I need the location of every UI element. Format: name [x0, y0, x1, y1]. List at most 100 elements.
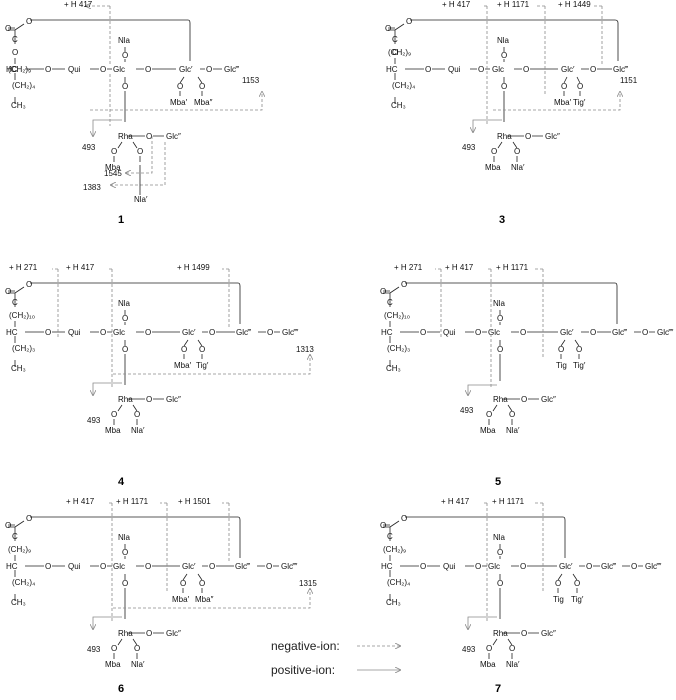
- sugar-label: Qui: [68, 328, 81, 337]
- atom-label: O: [134, 644, 140, 653]
- atom-label: O: [525, 132, 531, 141]
- sugar-label: Glc′: [179, 65, 193, 74]
- acyl-label: Nla′: [131, 660, 145, 669]
- atom-label: O: [146, 395, 152, 404]
- negative-ion-cleavage: [90, 92, 262, 111]
- atom-label: O: [380, 287, 386, 296]
- acyl-label: Tig′: [196, 361, 209, 370]
- structure-7: O O C HC O Qui O Glc O Glc′ O Glc‴ O Glc…: [380, 497, 662, 695]
- acyl-label: Mba: [485, 163, 501, 172]
- acyl-label: Nla: [497, 36, 510, 45]
- atom-label: O: [209, 562, 215, 571]
- atom-label: O: [401, 280, 407, 289]
- atom-label: O: [497, 548, 503, 557]
- negative-ion-cleavage: [113, 355, 310, 375]
- atom-label: O: [523, 65, 529, 74]
- compound-number: 7: [495, 683, 501, 695]
- fragment-label: + H 1171: [497, 0, 530, 9]
- negative-ion-cleavage: [483, 502, 488, 623]
- atom-label: O: [475, 562, 481, 571]
- structure-4: O O C HC O Qui O Glc O Glc′ O Glc‴ O Glc…: [5, 263, 314, 488]
- compound-number: 3: [499, 214, 505, 226]
- atom-label: C: [387, 532, 393, 541]
- atom-label: C: [12, 298, 18, 307]
- acyl-label: Nla: [493, 299, 506, 308]
- compound-number: 6: [118, 683, 124, 695]
- atom-label: O: [555, 579, 561, 588]
- atom-label: O: [491, 147, 497, 156]
- atom-label: O: [145, 328, 151, 337]
- atom-label: O: [134, 410, 140, 419]
- atom-label: CH₃: [11, 101, 26, 110]
- atom-label: O: [209, 328, 215, 337]
- structure-6: O O C HC O Qui O Glc O Glc′ O Glc‴ O Glc…: [5, 497, 317, 695]
- sugar-label: Glc′: [559, 562, 573, 571]
- acyl-label: Nla: [118, 299, 131, 308]
- atom-label: HC: [386, 65, 398, 74]
- fragment-label: + H 1171: [116, 497, 149, 506]
- sugar-label: Glc‴′: [281, 562, 298, 571]
- atom-label: O: [475, 328, 481, 337]
- atom-label: O: [576, 345, 582, 354]
- acyl-label: Nla: [118, 36, 131, 45]
- atom-label: O: [12, 48, 18, 57]
- acyl-label: Mba′: [554, 98, 572, 107]
- sugar-label: Glc‴: [613, 65, 628, 74]
- sugar-label: Glc‴′: [657, 328, 674, 337]
- atom-label: O: [199, 345, 205, 354]
- sugar-label: Rha: [118, 629, 133, 638]
- negative-ion-cleavage: [535, 5, 546, 95]
- chain-label: (CH₂)₁₀: [9, 311, 35, 320]
- sugar-label: Glc‴: [224, 65, 239, 74]
- positive-ion-cleavage: [468, 616, 497, 629]
- atom-label: O: [146, 132, 152, 141]
- atom-label: O: [406, 17, 412, 26]
- positive-ion-cleavage: [468, 384, 497, 395]
- atom-label: CH₃: [391, 101, 406, 110]
- atom-label: O: [111, 410, 117, 419]
- fragment-label: 1313: [296, 345, 314, 354]
- atom-label: HC: [6, 562, 18, 571]
- acyl-label: Mba: [480, 426, 496, 435]
- sugar-label: Glc: [488, 328, 500, 337]
- compound-number: 1: [118, 214, 124, 226]
- atom-label: C: [392, 35, 398, 44]
- compound-number: 5: [495, 476, 501, 488]
- fragment-label: + H 271: [9, 263, 38, 272]
- atom-label: CH₃: [11, 598, 26, 607]
- atom-label: O: [514, 147, 520, 156]
- atom-label: O: [26, 514, 32, 523]
- sugar-label: Glc: [492, 65, 504, 74]
- fragment-label: + H 417: [64, 0, 93, 9]
- acyl-label: Mba′: [170, 98, 188, 107]
- acyl-label: Tig: [556, 361, 567, 370]
- positive-ion-cleavage: [93, 616, 122, 629]
- chain-label: (CH₂)₉: [8, 65, 31, 74]
- atom-label: O: [26, 280, 32, 289]
- chain-label: (CH₂)₄: [392, 81, 415, 90]
- atom-label: O: [45, 562, 51, 571]
- atom-label: C: [12, 532, 18, 541]
- negative-ion-cleavage: [108, 502, 113, 623]
- atom-label: O: [574, 579, 580, 588]
- negative-ion-cleavage: [113, 589, 310, 609]
- atom-label: O: [177, 82, 183, 91]
- sugar-label: Rha: [118, 132, 133, 141]
- acyl-label: Mba′: [174, 361, 192, 370]
- fragment-label: + H 417: [442, 0, 471, 9]
- atom-label: HC: [381, 562, 393, 571]
- acyl-label: Mba′: [172, 595, 190, 604]
- sugar-label: Glc″: [166, 395, 181, 404]
- sugar-label: Glc: [113, 65, 125, 74]
- atom-label: O: [425, 65, 431, 74]
- atom-label: O: [392, 48, 398, 57]
- acyl-label: Mba″: [194, 98, 213, 107]
- sugar-label: Glc‴: [236, 328, 251, 337]
- positive-ion-cleavage: [473, 119, 502, 132]
- ester-double-bond: [8, 27, 15, 31]
- atom-label: O: [520, 562, 526, 571]
- atom-label: C: [387, 298, 393, 307]
- sugar-label: Glc′: [182, 328, 196, 337]
- sugar-label: Glc‴: [612, 328, 627, 337]
